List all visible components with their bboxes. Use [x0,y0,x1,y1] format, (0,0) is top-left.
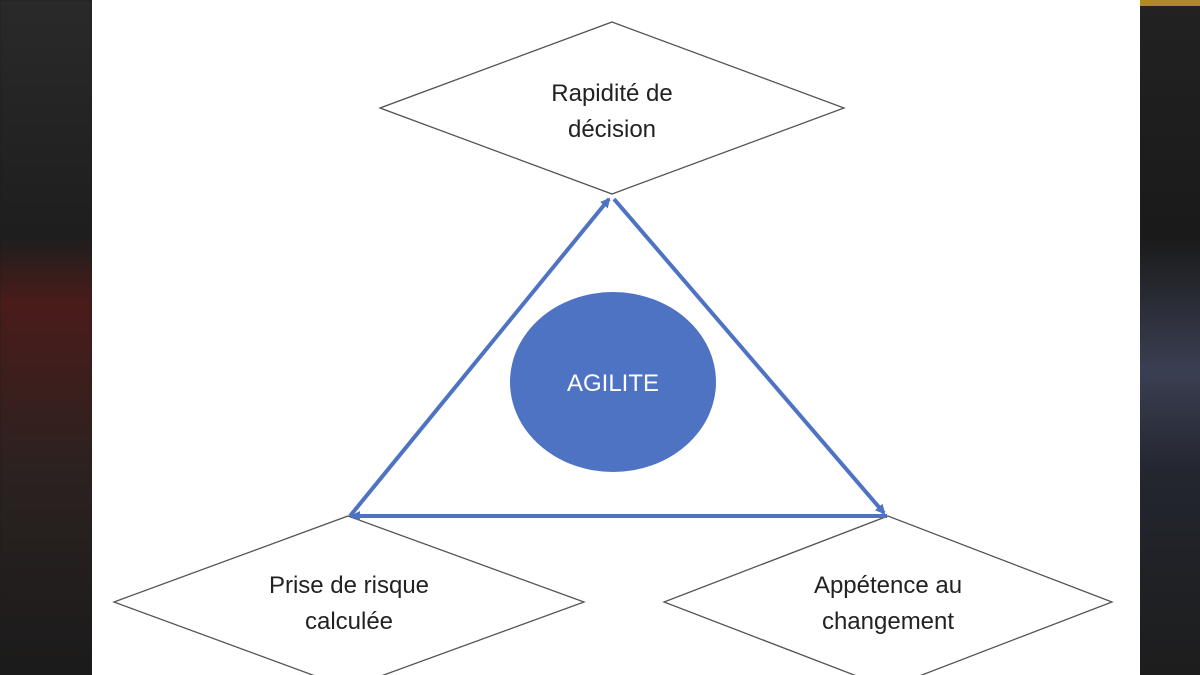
center-label: AGILITE [567,370,659,397]
slide-canvas: AGILITE Rapidité de décision Prise de ri… [92,0,1140,675]
node-top-line1: Rapidité de [551,80,672,107]
background-accent-strip [1140,0,1200,6]
diamond-top [378,21,846,195]
background-left-blurred [0,0,92,675]
arrow-left-to-top [348,197,611,518]
diamond-right [662,515,1114,675]
agility-diagram: AGILITE Rapidité de décision Prise de ri… [112,21,1114,675]
diamond-left [112,515,586,675]
node-right-line1: Appétence au [814,572,962,599]
arrow-top-to-right [612,197,886,515]
node-left-line1: Prise de risque [269,572,429,599]
background-right-blurred [1140,0,1200,675]
node-left-line2: calculée [305,608,393,635]
node-right-line2: changement [822,608,954,635]
node-top-line2: décision [568,116,656,143]
center-ellipse [510,292,716,472]
